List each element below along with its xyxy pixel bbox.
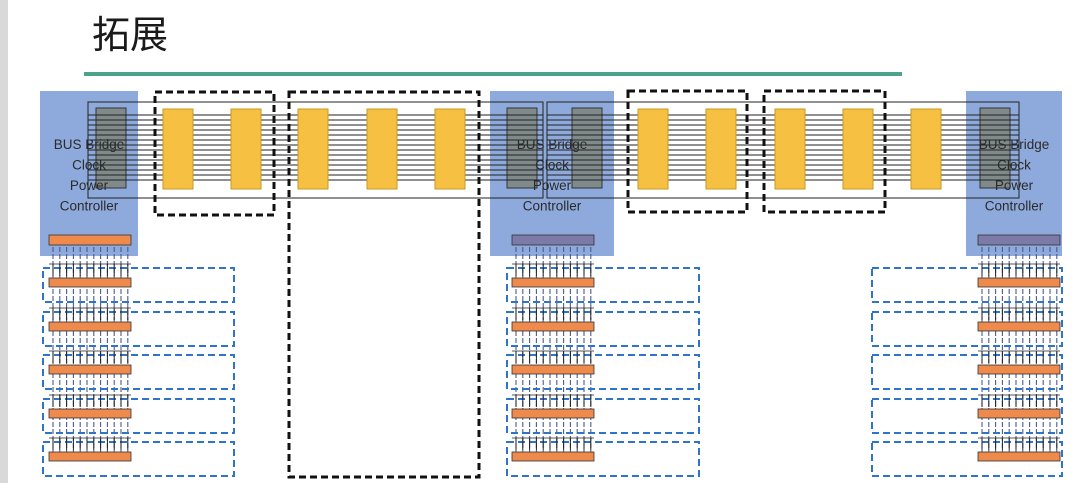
chip-module [910,108,942,190]
slot-connector [511,451,595,462]
slide-title: 拓展 [92,13,169,57]
slot-connector [977,277,1061,288]
chip-module [162,108,194,190]
slot-connector [977,408,1061,419]
expansion-slot [42,354,235,390]
port-connector [511,234,595,246]
expansion-slot [871,441,1063,477]
module-group-box [762,89,887,214]
chip-module [230,108,262,190]
controller-label-line: Clock [535,158,569,173]
controller-label-line: BUS Bridge [54,137,125,152]
expansion-slot [871,354,1063,390]
expansion-slot [506,441,700,477]
chip-module [705,108,737,190]
expansion-slot [871,311,1063,347]
slot-connector [48,321,132,332]
slot-connector [48,277,132,288]
slot-connector [977,451,1061,462]
chip-module [637,108,669,190]
slot-connector [511,277,595,288]
module-group-box [287,90,481,479]
chip-module [842,108,874,190]
expansion-slot [42,398,235,434]
slot-connector [511,408,595,419]
slot-connector [48,364,132,375]
controller-label-line: Clock [72,158,106,173]
expansion-slot [42,311,235,347]
module-group-box [626,89,749,214]
controller-blocks [40,91,1062,256]
controller-label-line: BUS Bridge [517,137,588,152]
slot-connector [977,321,1061,332]
controller-label-line: BUS Bridge [979,137,1050,152]
port-connector [977,234,1061,246]
slot-connector [511,321,595,332]
chip-modules [162,108,942,190]
slot-connector [48,451,132,462]
expansion-slot [506,311,700,347]
chip-module [774,108,806,190]
module-groups [153,89,887,479]
slot-connector [977,364,1061,375]
controller-label-line: Power [995,178,1034,193]
port-connector [48,234,132,246]
controller-label-line: Clock [997,158,1031,173]
chip-module [297,108,329,190]
expansion-slot [871,398,1063,434]
expansion-slot [506,354,700,390]
controller-label-line: Controller [60,199,119,214]
controller-label-line: Controller [523,199,582,214]
controller-label-line: Power [70,178,109,193]
expansion-slot [871,267,1063,303]
controller-label-line: Controller [985,199,1044,214]
expansion-slot [506,398,700,434]
slot-connector [511,364,595,375]
left-edge-strip [0,0,8,483]
expansion-slot [506,267,700,303]
slot-connector [48,408,132,419]
chip-module [366,108,398,190]
controller-label-line: Power [533,178,572,193]
title-underline [84,72,902,76]
expansion-slot [42,441,235,477]
expansion-slot [42,267,235,303]
chip-module [434,108,466,190]
port-stacks [42,234,1063,477]
module-group-box [153,90,276,217]
